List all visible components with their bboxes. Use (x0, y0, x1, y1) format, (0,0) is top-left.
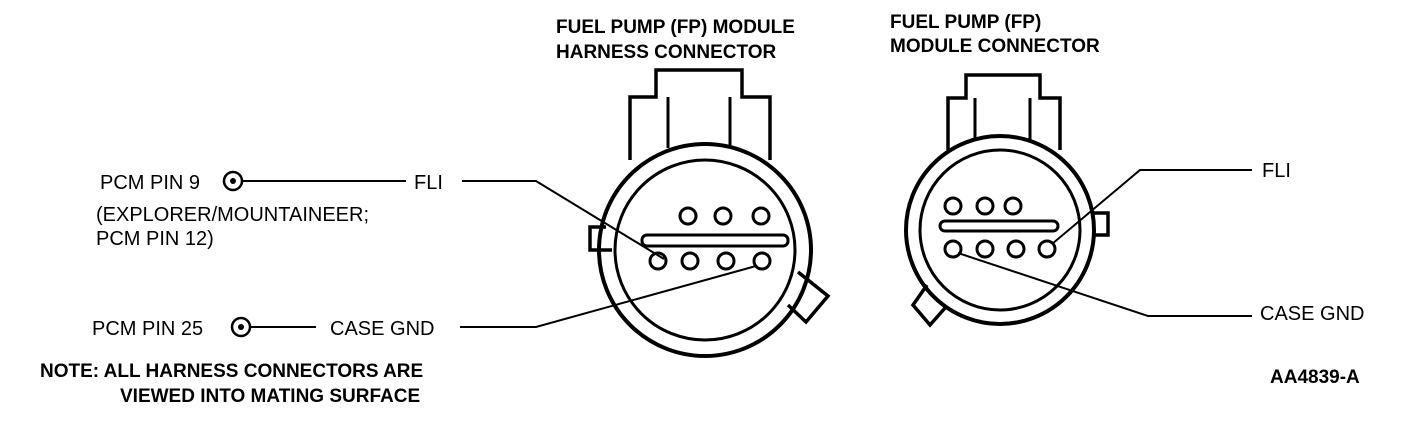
module-body-outer (904, 134, 1096, 326)
figure-id: AA4839-A (1270, 367, 1360, 388)
pcm-pin-9-label: PCM PIN 9 (100, 172, 200, 194)
module-pin (1037, 239, 1057, 259)
pcm-pin-25-terminal (230, 316, 252, 338)
module-body-inner (918, 148, 1082, 312)
harness-latch (628, 68, 772, 160)
harness-pin (751, 206, 771, 226)
harness-separator-bar (640, 233, 790, 248)
case-gnd-leader-module (957, 252, 1252, 317)
fli-label-left: FLI (414, 172, 443, 194)
harness-pin (752, 251, 772, 271)
module-pins (943, 196, 1057, 259)
module-pin (1006, 239, 1026, 259)
module-right-key (1094, 211, 1110, 237)
module-connector-title-1: FUEL PUMP (FP) (890, 12, 1041, 33)
note-line-2: VIEWED INTO MATING SURFACE (120, 386, 420, 407)
module-connector-title-2: MODULE CONNECTOR (890, 36, 1100, 57)
case-gnd-label-left: CASE GND (330, 318, 434, 340)
harness-right-key (786, 270, 831, 325)
case-gnd-label-right: CASE GND (1260, 303, 1364, 325)
harness-pins (648, 206, 772, 271)
module-pin (975, 239, 995, 259)
harness-connector-title-1: FUEL PUMP (FP) MODULE (556, 17, 795, 38)
harness-pin (713, 206, 733, 226)
harness-pin (716, 251, 736, 271)
harness-connector (588, 68, 831, 358)
explorer-note-1: (EXPLORER/MOUNTAINEER; (96, 204, 369, 226)
case-gnd-leader-harness (460, 265, 757, 328)
note-line-1: NOTE: ALL HARNESS CONNECTORS ARE (40, 361, 423, 382)
module-connector (904, 73, 1110, 328)
pcm-pin-9-terminal (222, 170, 244, 192)
explorer-note-2: PCM PIN 12) (96, 228, 214, 250)
harness-body-outer (597, 142, 813, 358)
module-left-key (910, 283, 947, 328)
module-pin (943, 196, 963, 216)
harness-pin (678, 206, 698, 226)
fli-leader-harness (462, 180, 665, 260)
module-pin (943, 239, 963, 259)
harness-connector-title-2: HARNESS CONNECTOR (556, 42, 777, 63)
harness-pin (680, 251, 700, 271)
module-pin (1003, 196, 1023, 216)
pcm-pin-25-label: PCM PIN 25 (92, 318, 203, 340)
module-separator-bar (938, 219, 1060, 233)
harness-pin (648, 251, 668, 271)
fli-leader-module (1051, 169, 1252, 245)
module-pin (975, 196, 995, 216)
module-latch (946, 73, 1062, 150)
harness-body-inner (613, 158, 797, 342)
fli-label-right: FLI (1262, 160, 1291, 182)
